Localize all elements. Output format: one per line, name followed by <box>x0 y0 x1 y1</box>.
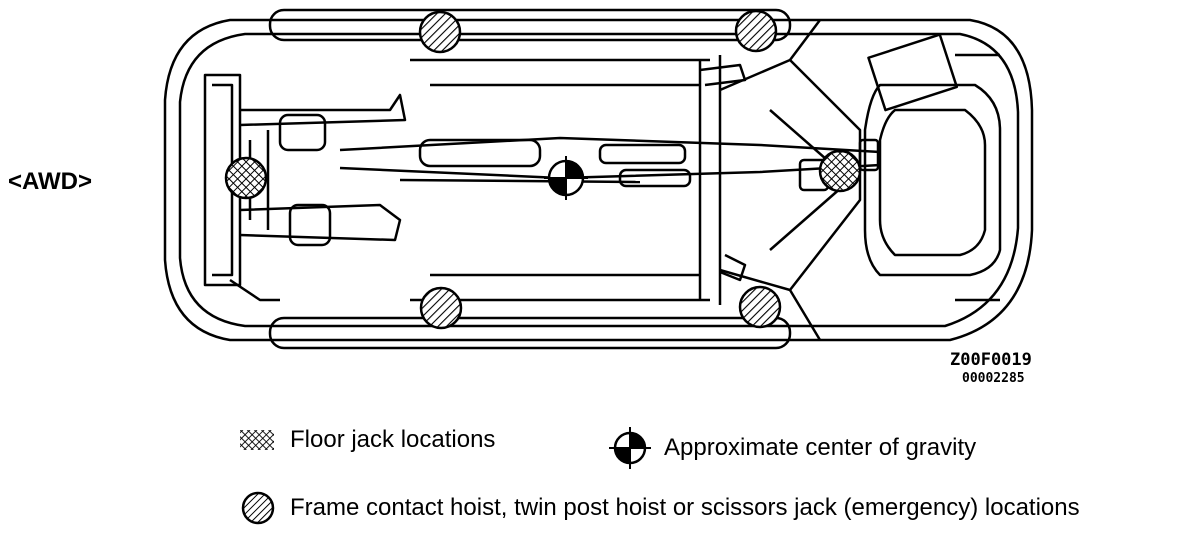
frame-contact-points <box>418 9 782 330</box>
center-of-gravity-marker <box>544 156 588 200</box>
legend-floor-jack-label: Floor jack locations <box>290 426 496 453</box>
vehicle-underside-diagram <box>163 8 1034 350</box>
variant-label: <AWD> <box>8 168 93 195</box>
figure-code: Z00F0019 <box>950 350 1032 370</box>
cross-hatched-circle-icon <box>240 430 274 450</box>
frame-contact-point-front-left <box>734 9 778 53</box>
frame-contact-point-rear-left <box>418 10 462 54</box>
frame-contact-point-rear-right <box>419 286 463 330</box>
diagonal-hatched-circle-icon <box>241 491 275 525</box>
center-of-gravity-icon <box>609 427 651 469</box>
car-body-outline <box>163 8 1034 350</box>
floor-jack-point-front <box>818 149 862 193</box>
legend-floor-jack: Floor jack locations <box>238 426 495 454</box>
figure-number: 00002285 <box>962 371 1025 386</box>
legend-center-of-gravity-label: Approximate center of gravity <box>664 434 977 461</box>
legend-frame-contact: Frame contact hoist, twin post hoist or … <box>240 490 1080 526</box>
legend-frame-contact-label: Frame contact hoist, twin post hoist or … <box>290 494 1080 521</box>
floor-jack-points <box>224 149 862 200</box>
floor-jack-point-rear <box>224 156 268 200</box>
legend-center-of-gravity: Approximate center of gravity <box>606 424 976 472</box>
frame-contact-point-front-right <box>738 285 782 329</box>
